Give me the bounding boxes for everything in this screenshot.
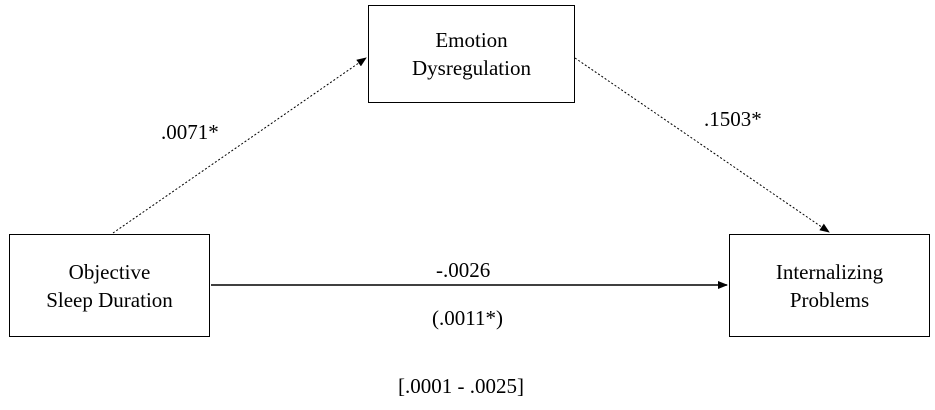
path-c-total-coefficient: (.0011*): [432, 306, 503, 330]
outcome-label-line2: Problems: [789, 287, 870, 312]
predictor-box: Objective Sleep Duration: [9, 234, 210, 337]
arrow-a-predictor-to-mediator: [112, 57, 367, 234]
mediator-label-line1: Emotion: [435, 28, 508, 52]
path-a-coefficient: .0071*: [161, 120, 219, 144]
mediator-label-line2: Dysregulation: [412, 56, 531, 80]
predictor-label-line1: Objective: [68, 259, 151, 284]
predictor-label-line2: Sleep Duration: [46, 287, 173, 312]
arrow-b-mediator-to-outcome: [574, 57, 830, 233]
outcome-label-line1: Internalizing: [775, 259, 884, 284]
mediator-box: Emotion Dysregulation: [368, 5, 575, 103]
indirect-effect-confidence-interval: [.0001 - .0025]: [398, 374, 524, 398]
outcome-box: Internalizing Problems: [729, 234, 930, 337]
path-c-direct-coefficient: -.0026: [436, 258, 491, 282]
path-b-coefficient: .1503*: [704, 107, 762, 131]
